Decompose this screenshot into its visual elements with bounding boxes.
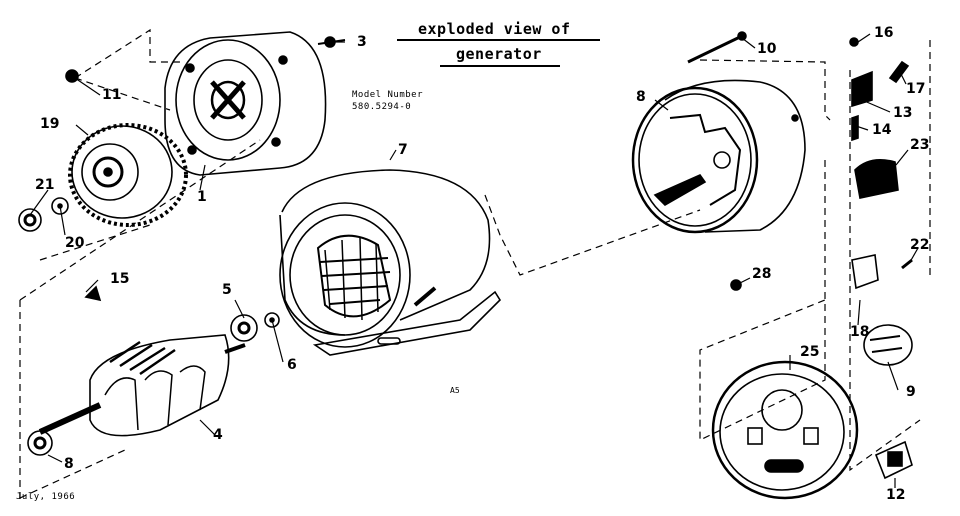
brush-holder-13 (851, 70, 873, 108)
part-17 (888, 60, 910, 84)
callout-9: 9 (906, 384, 916, 400)
washer-21 (18, 208, 42, 232)
callout-22: 22 (910, 237, 930, 253)
title-underlines (397, 39, 600, 67)
callout-23: 23 (910, 137, 930, 153)
bearing-2 (27, 430, 53, 456)
callout-21: 21 (35, 177, 55, 193)
title-line-2: generator (456, 45, 542, 63)
part-23 (854, 159, 899, 199)
end-cover (711, 360, 859, 500)
model-number-value: 580.5294-0 (352, 102, 412, 112)
screw-15 (84, 285, 102, 302)
cap-9 (863, 324, 913, 366)
callout-12: 12 (886, 487, 906, 503)
rod-10 (687, 31, 747, 64)
callout-8b: 8 (64, 456, 74, 472)
connector-12 (874, 440, 913, 480)
callout-16: 16 (874, 25, 894, 41)
callout-28: 28 (752, 266, 772, 282)
callout-11: 11 (102, 87, 122, 103)
part-16 (849, 37, 859, 47)
title-line-1: exploded view of (418, 20, 571, 38)
armature (38, 334, 246, 437)
callout-4: 4 (213, 427, 223, 443)
callout-14: 14 (872, 122, 892, 138)
callout-10: 10 (757, 41, 777, 57)
callout-18: 18 (850, 324, 870, 340)
callout-19: 19 (40, 116, 60, 132)
end-bell-housing (164, 31, 327, 176)
page-code: A5 (450, 386, 460, 395)
callout-17: 17 (906, 81, 926, 97)
commutator-end-housing (631, 79, 806, 234)
bearing-5 (230, 314, 258, 342)
callout-3: 3 (357, 34, 367, 50)
callout-13: 13 (893, 105, 913, 121)
fan (68, 123, 188, 227)
callout-25: 25 (800, 344, 820, 360)
footer-date: July, 1966 (16, 492, 76, 502)
callout-7: 7 (398, 142, 408, 158)
callout-1: 1 (197, 189, 207, 205)
model-number-label: Model Number (352, 90, 424, 100)
stator-frame (279, 169, 502, 356)
leader-lines (29, 33, 919, 488)
brush-14 (851, 114, 859, 142)
part-22 (851, 254, 913, 290)
callout-15: 15 (110, 271, 130, 287)
callout-8: 8 (636, 89, 646, 105)
assembly-guide-lines (19, 28, 931, 500)
callout-5: 5 (222, 282, 232, 298)
callout-6: 6 (287, 357, 297, 373)
callout-20: 20 (65, 235, 85, 251)
